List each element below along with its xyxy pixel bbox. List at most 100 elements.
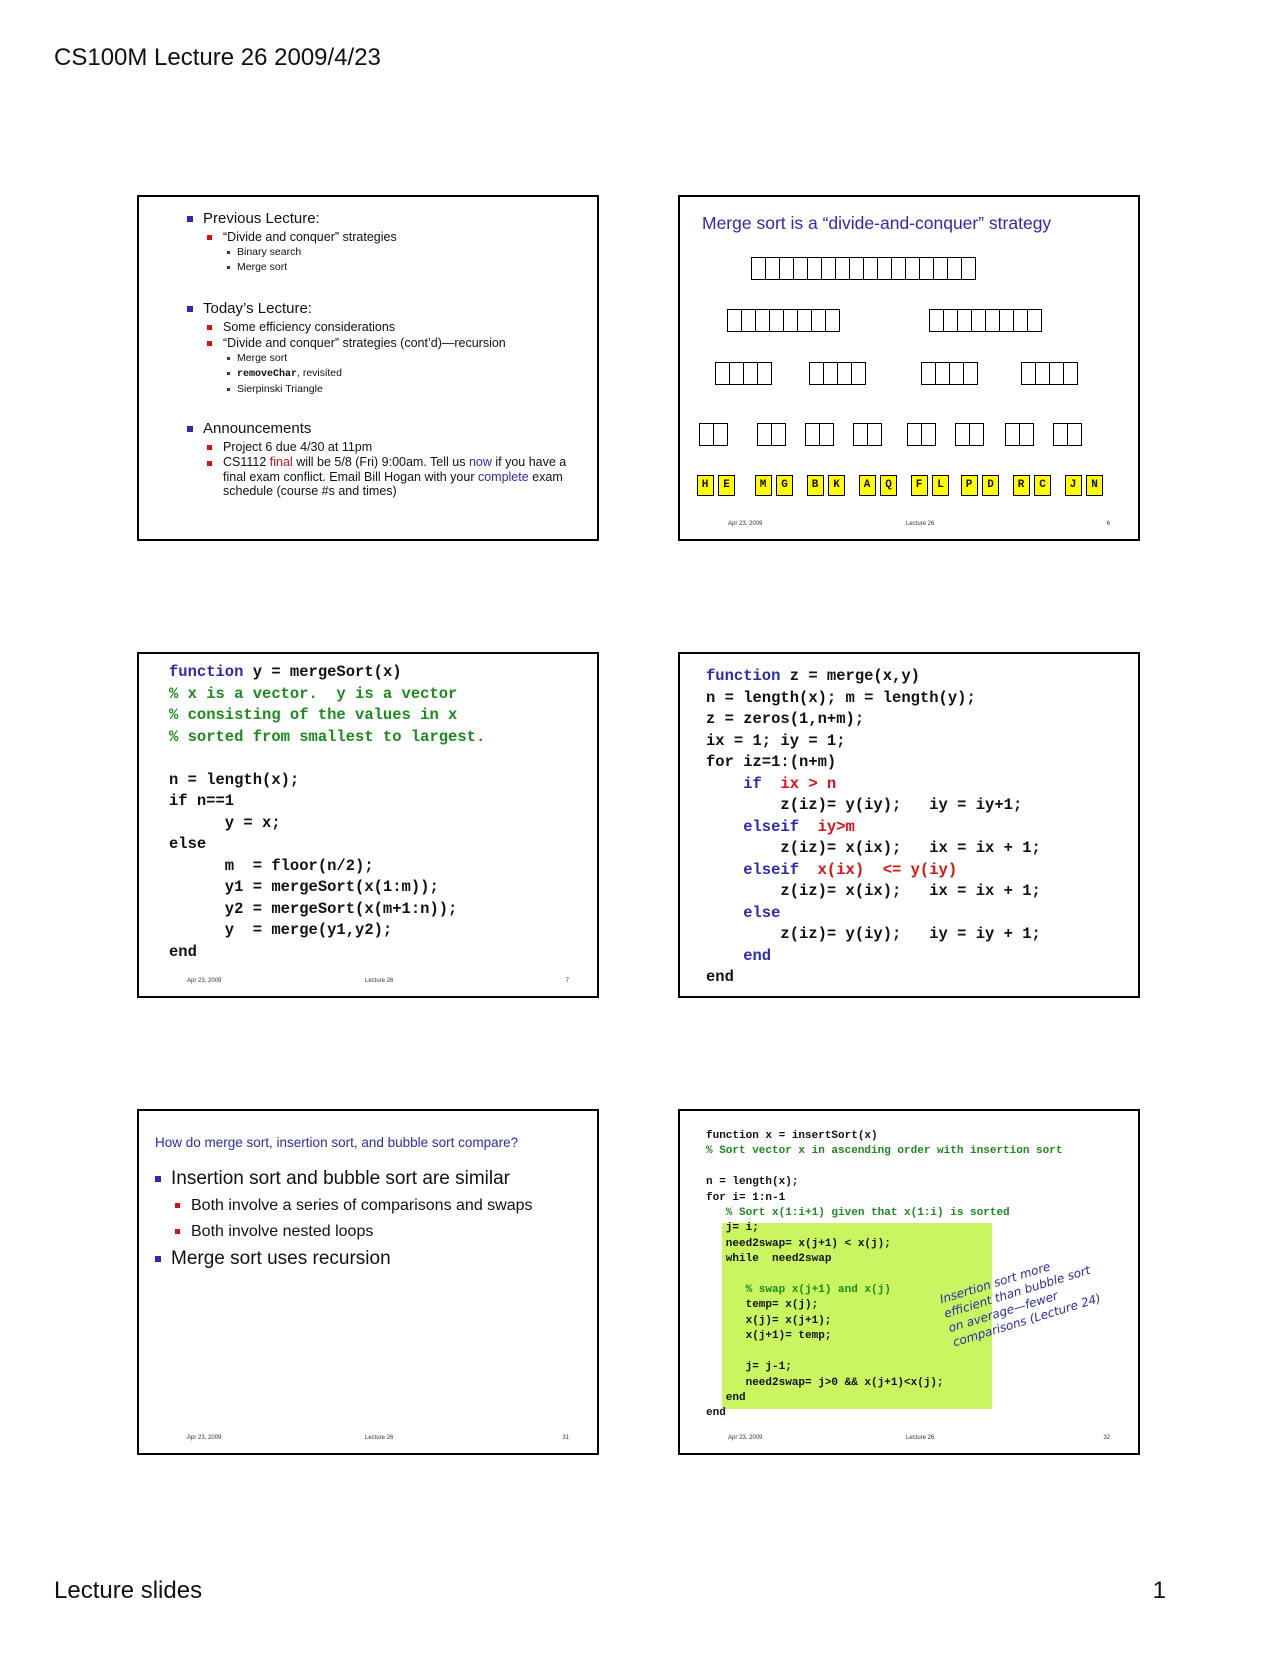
array-cell — [778, 257, 794, 280]
array-cell — [984, 309, 1000, 332]
array-row-4 — [1020, 362, 1078, 385]
letter-cell: F — [910, 475, 928, 496]
array-row-2 — [1004, 423, 1034, 446]
array-cell — [818, 423, 834, 446]
array-cell — [960, 257, 976, 280]
array-row-8 — [928, 309, 1042, 332]
bullet-list: Previous Lecture: “Divide and conquer” s… — [187, 209, 587, 275]
array-cell — [918, 257, 934, 280]
array-cell — [1012, 309, 1028, 332]
array-row-4 — [714, 362, 772, 385]
array-cell — [782, 309, 798, 332]
array-cell — [1062, 362, 1078, 385]
array-cell — [848, 257, 864, 280]
array-cell — [712, 423, 728, 446]
array-row-4 — [808, 362, 866, 385]
array-cell — [834, 257, 850, 280]
slide-title: How do merge sort, insertion sort, and b… — [155, 1135, 519, 1150]
array-cell — [1052, 423, 1068, 446]
array-cell — [768, 309, 784, 332]
array-cell — [956, 309, 972, 332]
code-text: removeChar — [237, 369, 298, 380]
array-cell — [904, 257, 920, 280]
array-cell — [968, 423, 984, 446]
slide-sort-comparison: How do merge sort, insertion sort, and b… — [137, 1109, 599, 1455]
array-cell — [698, 423, 714, 446]
slide-lecture-outline: Previous Lecture: “Divide and conquer” s… — [137, 195, 599, 541]
slide-footer: Apr 23, 2009 Lecture 26 31 — [187, 1435, 569, 1441]
array-cell — [822, 362, 838, 385]
code-block: function z = merge(x,y) n = length(x); m… — [706, 667, 1041, 986]
letter-cell: M — [754, 475, 772, 496]
array-cell — [836, 362, 852, 385]
array-cell — [970, 309, 986, 332]
array-cell — [1066, 423, 1082, 446]
bullet-item: “Divide and conquer” strategies (cont’d)… — [207, 335, 587, 351]
array-cell — [928, 309, 944, 332]
bullet-item: CS1112 final will be 5/8 (Fri) 9:00am. T… — [207, 455, 577, 499]
letter-cell: G — [776, 475, 793, 496]
array-cell — [764, 257, 780, 280]
array-row-2 — [756, 423, 786, 446]
code-block: function x = insertSort(x) % Sort vector… — [706, 1130, 1063, 1420]
array-row-8 — [726, 309, 840, 332]
array-cell — [1004, 423, 1020, 446]
array-cell — [862, 257, 878, 280]
array-cell — [806, 257, 822, 280]
array-cell — [740, 309, 756, 332]
array-cell — [792, 257, 808, 280]
array-cell — [876, 257, 892, 280]
bullet-item: Binary search — [227, 245, 587, 260]
bullet-previous-lecture: Previous Lecture: — [187, 209, 587, 229]
array-cell — [850, 362, 866, 385]
bullet-list: Announcements Project 6 due 4/30 at 11pm… — [187, 419, 587, 499]
letter-cell: B — [806, 475, 824, 496]
bullet-item: Merge sort — [227, 351, 587, 366]
slide-merge-sort-diagram: Merge sort is a “divide-and-conquer” str… — [678, 195, 1140, 541]
bullet-text: , revisited — [297, 367, 342, 379]
bullet-item: Both involve nested loops — [175, 1219, 585, 1245]
array-cell — [920, 362, 936, 385]
array-cell — [796, 309, 812, 332]
letter-cell: L — [932, 475, 949, 496]
letter-cell: J — [1064, 475, 1082, 496]
bullet-item: removeChar, revisited — [227, 366, 587, 382]
bullet-todays-lecture: Today’s Lecture: — [187, 299, 587, 319]
letter-cell: K — [828, 475, 845, 496]
slide-title: Merge sort is a “divide-and-conquer” str… — [702, 213, 1052, 233]
array-cell — [728, 362, 744, 385]
letter-cell: P — [960, 475, 978, 496]
array-cell — [756, 362, 772, 385]
slide-mergesort-code: function y = mergeSort(x) % x is a vecto… — [137, 652, 599, 998]
page-number: 1 — [1152, 1577, 1166, 1604]
array-cell — [1018, 423, 1034, 446]
array-row-2 — [1052, 423, 1082, 446]
array-row-2 — [954, 423, 984, 446]
letter-cell: D — [982, 475, 999, 496]
array-cell — [1048, 362, 1064, 385]
array-cell — [1034, 362, 1050, 385]
slide-insertsort-code: function x = insertSort(x) % Sort vector… — [678, 1109, 1140, 1455]
bullet-item: “Divide and conquer” strategies — [207, 229, 587, 245]
array-cell — [726, 309, 742, 332]
array-cell — [820, 257, 836, 280]
array-cell — [946, 257, 962, 280]
bullet-item: Merge sort uses recursion — [155, 1245, 585, 1273]
array-cell — [750, 257, 766, 280]
array-row-2 — [852, 423, 882, 446]
array-cell — [808, 362, 824, 385]
array-cell — [1020, 362, 1036, 385]
bullet-list: Insertion sort and bubble sort are simil… — [155, 1165, 585, 1273]
letter-cell: A — [858, 475, 876, 496]
array-cell — [948, 362, 964, 385]
array-cell — [1026, 309, 1042, 332]
slide-footer: Apr 23, 2009 Lecture 26 6 — [728, 521, 1110, 527]
letter-cell: N — [1086, 475, 1103, 496]
array-cell — [824, 309, 840, 332]
